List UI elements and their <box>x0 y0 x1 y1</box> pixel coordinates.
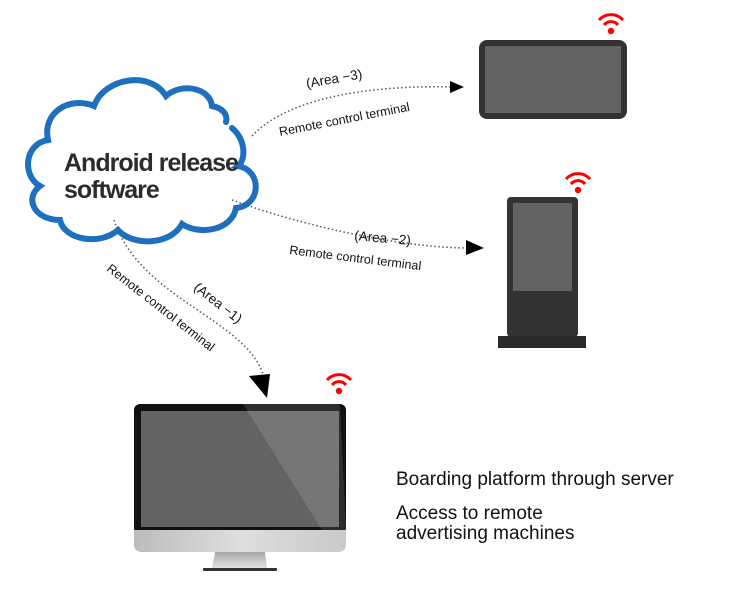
cloud-title-line2: software <box>64 176 160 204</box>
area-label: (Area −2) <box>354 228 412 248</box>
connection-area-2: (Area −2) Remote control terminal <box>231 199 484 273</box>
cloud: Android release software <box>25 77 259 245</box>
monitor-screen <box>141 411 339 527</box>
dotted-connector <box>251 86 453 137</box>
wifi-icon <box>597 13 625 35</box>
tablet-screen <box>485 46 621 113</box>
arrowhead-icon <box>466 240 484 255</box>
caption-remote-access-line2: advertising machines <box>396 523 575 544</box>
connection-area-3: (Area −3) Remote control terminal <box>251 66 464 139</box>
connection-label: Remote control terminal <box>289 243 422 273</box>
arrowhead-icon <box>249 374 270 398</box>
area-label: (Area −3) <box>305 66 363 91</box>
monitor-foot <box>203 568 277 571</box>
caption-remote-access-line1: Access to remote <box>396 503 543 524</box>
kiosk-screen <box>513 203 572 291</box>
monitor-chin <box>134 530 346 552</box>
wifi-icon <box>325 373 353 395</box>
caption-remote-access: Access to remote advertising machines <box>396 504 574 544</box>
kiosk-base <box>498 336 586 348</box>
cloud-outline <box>25 77 259 245</box>
arrowhead-icon <box>450 81 464 93</box>
tablet-terminal <box>479 13 627 119</box>
connection-label: Remote control terminal <box>278 100 411 139</box>
area-label: (Area −1) <box>191 280 245 327</box>
connection-label: Remote control terminal <box>104 261 217 354</box>
caption-boarding-platform: Boarding platform through server <box>396 469 674 490</box>
kiosk-terminal <box>498 172 592 348</box>
cloud-title-line1: Android release <box>64 149 239 177</box>
connection-area-1: (Area −1) Remote control terminal <box>104 219 270 398</box>
dotted-connector <box>113 219 265 379</box>
dotted-connector <box>231 199 471 249</box>
monitor-stand <box>212 552 267 568</box>
desktop-monitor <box>134 373 353 571</box>
wifi-icon <box>564 172 592 194</box>
